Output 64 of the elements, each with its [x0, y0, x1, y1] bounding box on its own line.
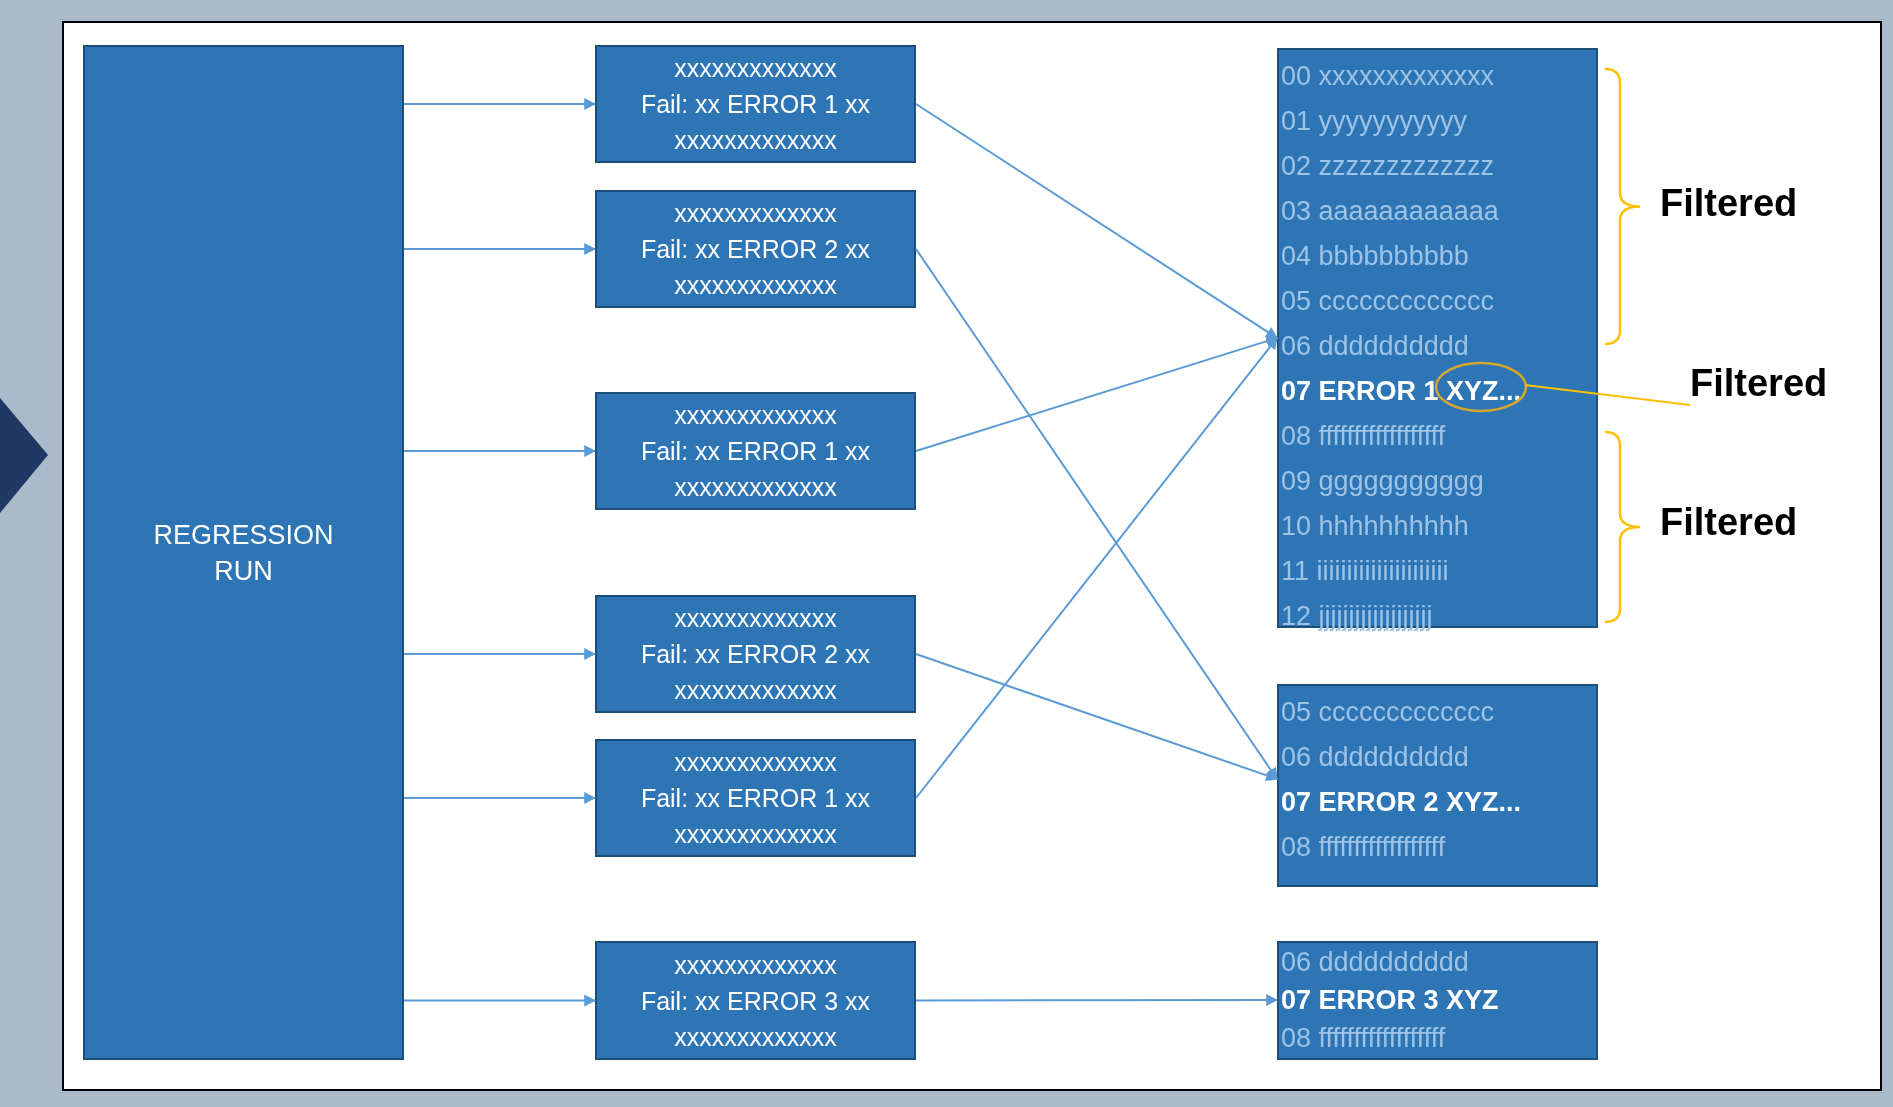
arrow	[915, 103, 1278, 339]
box-text: Fail: xx ERROR 1 xx	[640, 436, 871, 467]
log-line: 12 jjjjjjjjjjjjjjjjjjj	[1281, 600, 1434, 633]
process-box	[595, 941, 916, 1060]
box-text: xxxxxxxxxxxxx	[674, 747, 837, 778]
log-line: 11 iiiiiiiiiiiiiiiiiiiiii	[1281, 555, 1450, 588]
box-text: xxxxxxxxxxxxx	[674, 819, 837, 850]
box-text: Fail: xx ERROR 3 xx	[640, 985, 871, 1017]
arrow	[403, 98, 597, 110]
box-text: Fail: xx ERROR 2 xx	[640, 234, 871, 265]
process-box	[595, 392, 916, 510]
box-text: xxxxxxxxxxxxx	[674, 603, 837, 634]
box-text: xxxxxxxxxxxxx	[674, 400, 837, 431]
arrow	[915, 248, 1278, 780]
callout-label: Filtered	[1660, 501, 1798, 544]
log-line: 10 hhhhhhhhhh	[1281, 510, 1470, 543]
arrow	[403, 243, 597, 255]
arrow	[915, 994, 1279, 1006]
box-text: xxxxxxxxxxxxx	[674, 125, 837, 156]
arrow	[403, 445, 597, 457]
process-box	[595, 45, 916, 163]
log-line: 08 ffffffffffffffffff	[1281, 831, 1447, 864]
box-text: xxxxxxxxxxxxx	[674, 949, 837, 981]
box-text: Fail: xx ERROR 1 xx	[640, 89, 871, 120]
callout-label: Filtered	[1690, 362, 1828, 405]
box-title: REGRESSION RUN	[152, 518, 335, 588]
leader-line	[1524, 384, 1691, 406]
log-line: 02 zzzzzzzzzzzzz	[1281, 150, 1496, 183]
log-line: 05 ccccccccccccc	[1281, 285, 1496, 318]
log-line: 06 dddddddddd	[1281, 946, 1470, 979]
log-box	[1277, 684, 1598, 887]
log-line: 04 bbbbbbbbbb	[1281, 240, 1470, 273]
log-line: 08 ffffffffffffffffff	[1281, 1022, 1447, 1055]
log-line: 01 yyyyyyyyyyy	[1281, 105, 1469, 138]
box-text: xxxxxxxxxxxxx	[674, 675, 837, 706]
arrow	[915, 337, 1278, 799]
log-line: 07 ERROR 2 XYZ...	[1281, 786, 1523, 819]
log-line: 00 xxxxxxxxxxxxx	[1281, 60, 1496, 93]
box-text: xxxxxxxxxxxxx	[674, 198, 837, 229]
box-text: Fail: xx ERROR 1 xx	[640, 783, 871, 814]
arrow	[403, 994, 597, 1007]
log-line: 07 ERROR 1 XYZ...	[1281, 375, 1523, 408]
log-line: 07 ERROR 3 XYZ	[1281, 984, 1500, 1017]
box-text: xxxxxxxxxxxxx	[674, 1021, 837, 1053]
log-line: 06 dddddddddd	[1281, 330, 1470, 363]
log-line: 03 aaaaaaaaaaaa	[1281, 195, 1500, 228]
process-box	[83, 45, 404, 1060]
arrow	[915, 653, 1279, 782]
process-box	[595, 595, 916, 713]
log-line: 06 dddddddddd	[1281, 741, 1470, 774]
box-text: xxxxxxxxxxxxx	[674, 472, 837, 503]
box-text: xxxxxxxxxxxxx	[674, 270, 837, 301]
log-line: 08 ffffffffffffffffff	[1281, 420, 1447, 453]
arrow	[403, 792, 597, 804]
arrow	[915, 335, 1279, 452]
log-box	[1277, 941, 1598, 1060]
process-box	[595, 190, 916, 308]
arrow	[403, 648, 597, 660]
box-text: Fail: xx ERROR 2 xx	[640, 639, 871, 670]
log-line: 05 ccccccccccccc	[1281, 696, 1496, 729]
callout-label: Filtered	[1660, 182, 1798, 225]
log-line: 09 ggggggggggg	[1281, 465, 1485, 498]
process-box	[595, 739, 916, 857]
box-text: xxxxxxxxxxxxx	[674, 53, 837, 84]
